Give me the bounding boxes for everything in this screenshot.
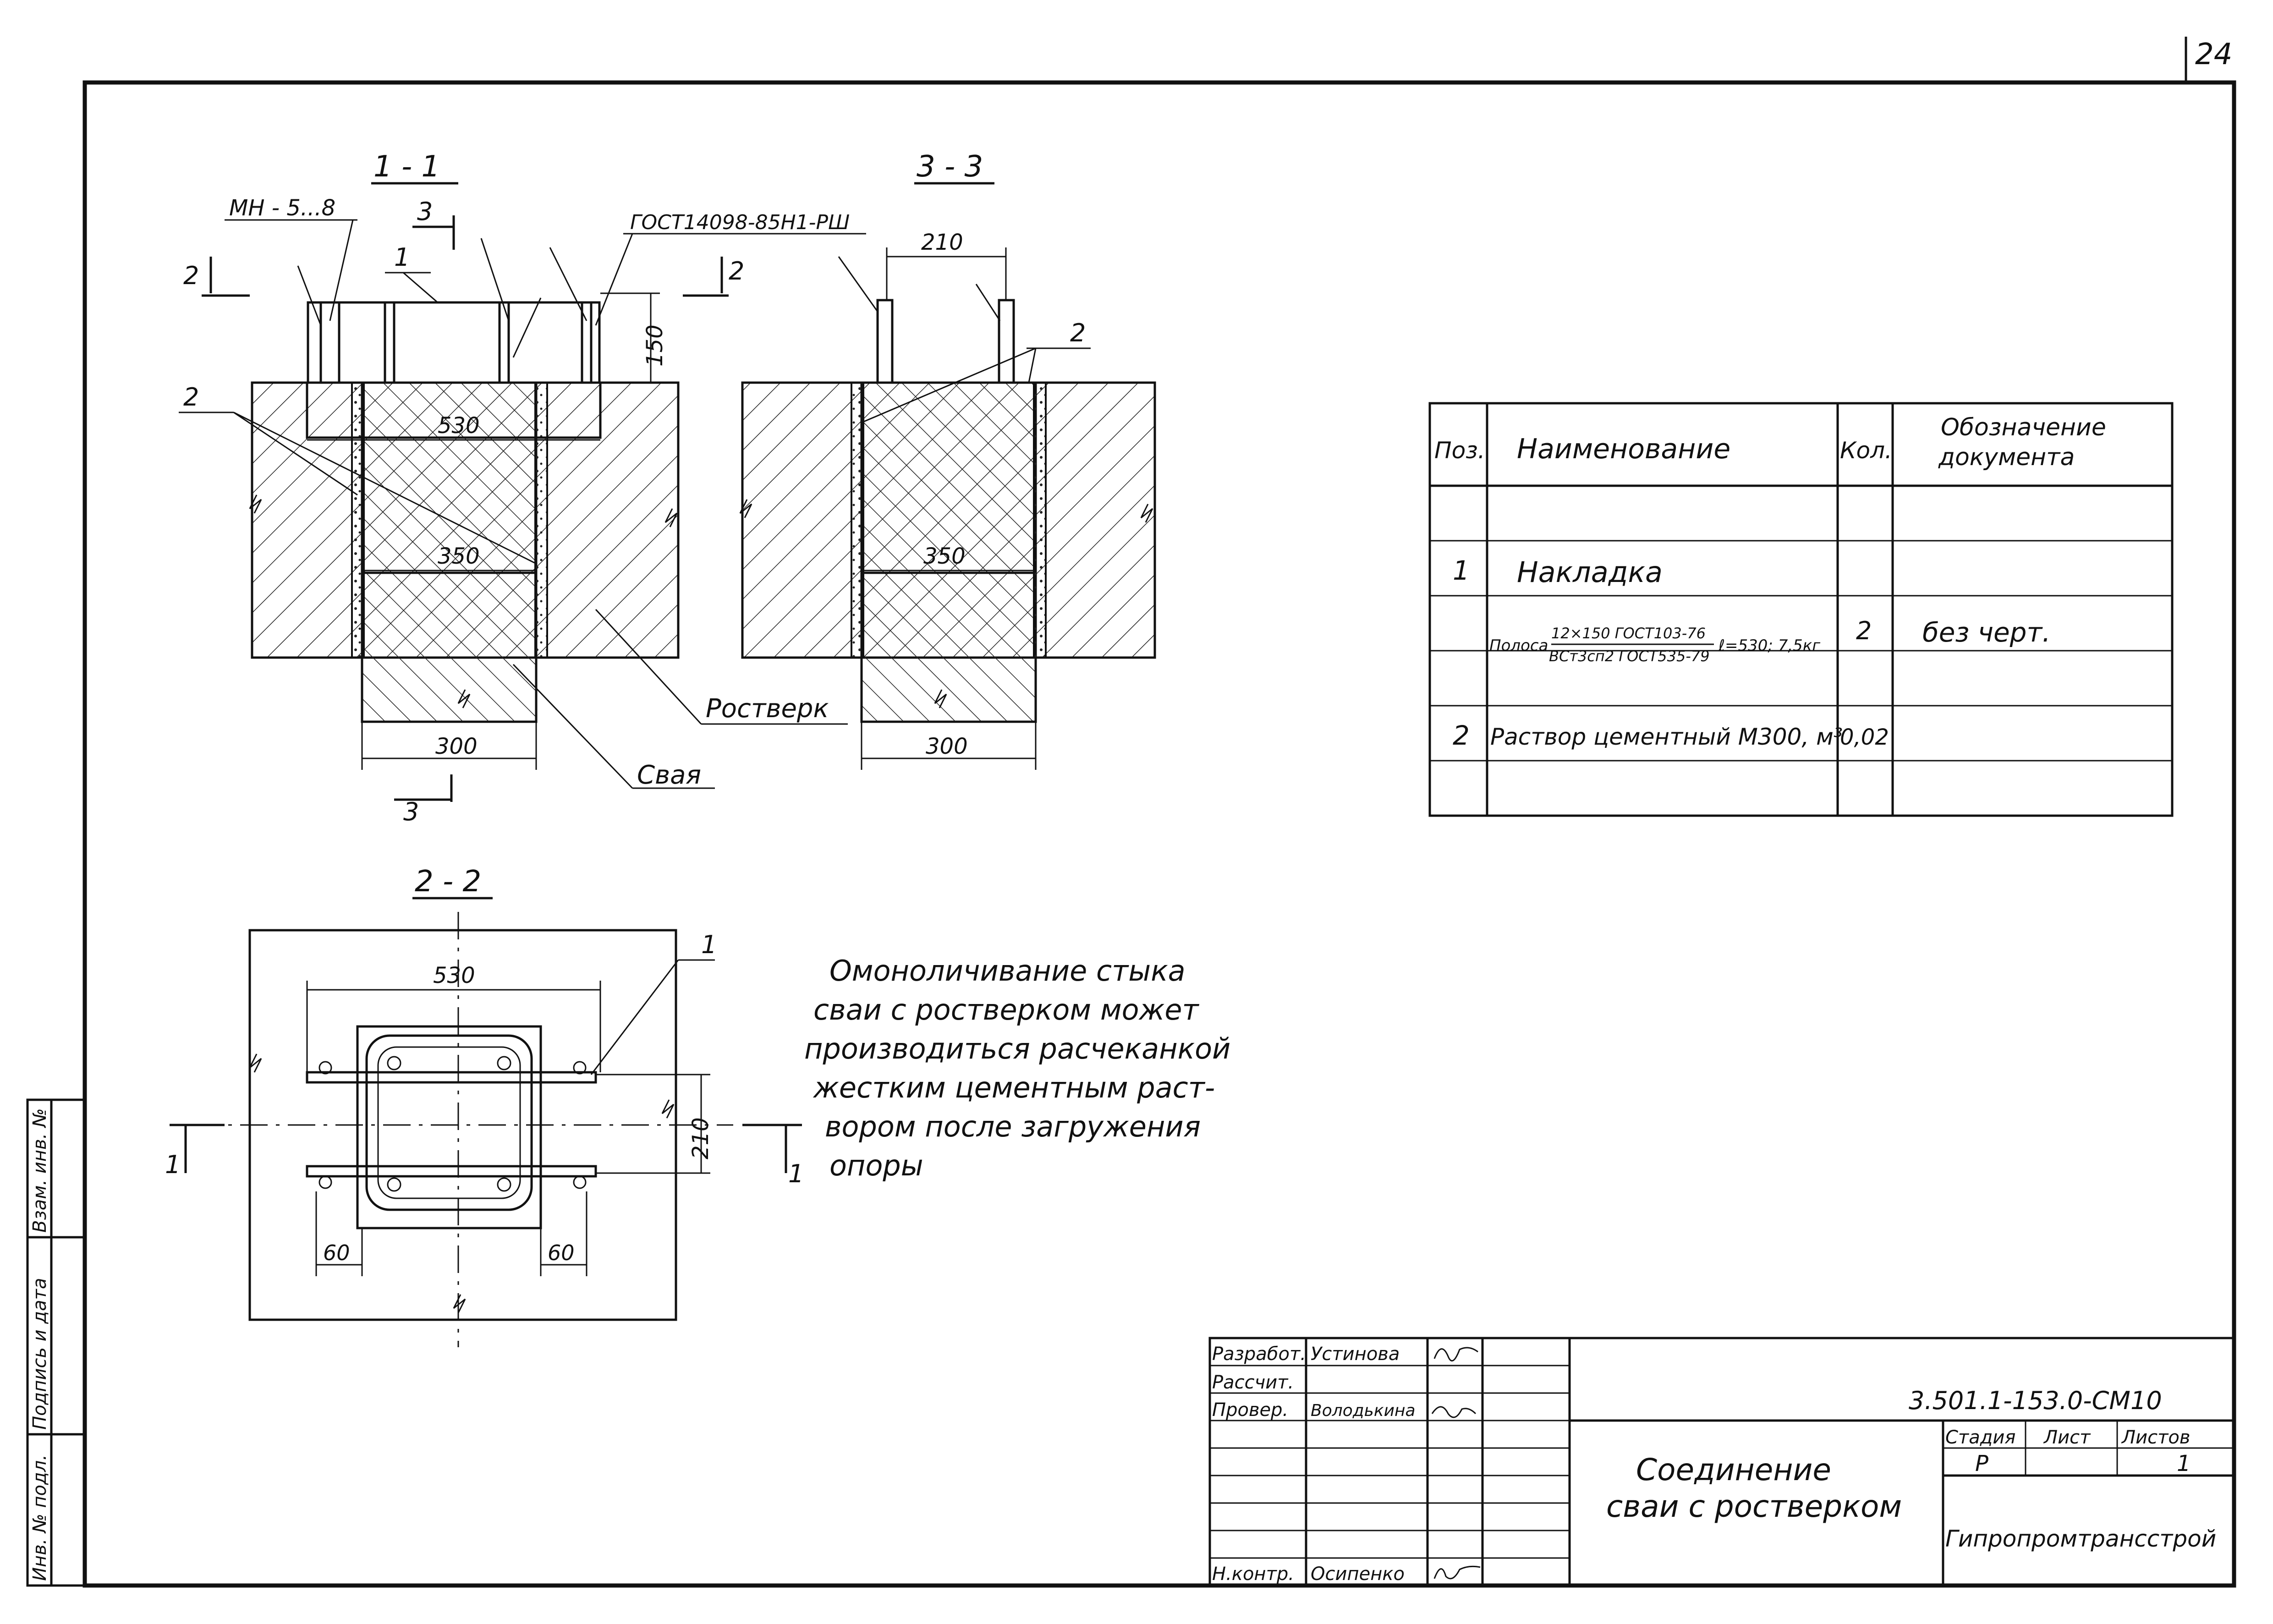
row1-pos: 1	[1453, 555, 1470, 586]
section-3-3: 3 - 3 210 2 350 300	[739, 150, 1156, 770]
row3-name: Раствор цементный М300, м³	[1490, 724, 1843, 750]
pile-b	[860, 381, 1037, 723]
role-calculated: Рассчит.	[1212, 1372, 1294, 1393]
drawing-code: 3.501.1-153.0-СМ10	[1909, 1386, 2162, 1415]
header-name: Наименование	[1517, 433, 1730, 465]
role-developed: Разработ.	[1212, 1344, 1306, 1365]
stamp-inv: Инв. № подл.	[29, 1454, 50, 1581]
stamp-vzam: Взам. инв. №	[29, 1108, 50, 1233]
note-line-2: сваи с ростверком может	[813, 993, 1200, 1026]
organization: Гипропромтрансстрой	[1945, 1525, 2216, 1552]
sheets-header: Листов	[2121, 1427, 2190, 1448]
row2-qty: 2	[1856, 616, 1872, 645]
drawing-title-2: сваи с ростверком	[1606, 1489, 1902, 1524]
row1-name: Накладка	[1517, 555, 1663, 589]
note-line-6: опоры	[829, 1149, 923, 1182]
name-developer: Устинова	[1311, 1344, 1400, 1365]
callout-mn: МН - 5...8	[229, 195, 335, 221]
pos-2-label-b: 2	[1070, 318, 1086, 347]
label-rostverk: Ростверк	[706, 694, 829, 724]
row2-suffix: ℓ=530; 7,5кг	[1718, 636, 1821, 655]
note: Омоноличивание стыка сваи с ростверком м…	[804, 954, 1230, 1182]
signature-1	[1433, 1347, 1478, 1362]
dim-350-b: 350	[923, 543, 966, 569]
section-2-2-label: 2 - 2	[415, 865, 481, 899]
cut-2-right-label: 2	[729, 257, 744, 285]
signature-3	[1433, 1565, 1481, 1580]
pile-plan	[356, 1025, 542, 1229]
section-3-3-label: 3 - 3	[917, 150, 983, 184]
role-norm-control: Н.контр.	[1212, 1564, 1294, 1585]
title-block: Разработ. Рассчит. Провер. Н.контр. Усти…	[1208, 1337, 2235, 1587]
signature-2	[1431, 1406, 1477, 1418]
dim-60-a: 60	[323, 1240, 350, 1265]
dim-150: 150	[642, 324, 668, 367]
row3-pos: 2	[1453, 720, 1470, 751]
note-line-1: Омоноличивание стыка	[829, 954, 1186, 988]
stage-header: Стадия	[1945, 1427, 2015, 1448]
dim-350-a: 350	[438, 543, 480, 569]
side-stamp: Взам. инв. № Подпись и дата Инв. № подл.	[26, 1098, 86, 1587]
plate-1	[307, 301, 601, 384]
plate-bottom	[306, 1165, 597, 1178]
sheet-header: Лист	[2043, 1427, 2091, 1448]
header-pos: Поз.	[1434, 437, 1485, 464]
spec-table: Поз. Наименование Кол. Обозначение докум…	[1428, 402, 2174, 817]
row2-num: 12×150 ГОСТ103-76	[1551, 625, 1706, 642]
plate-top	[306, 1071, 597, 1084]
section-1-1: 1 - 1 МН - 5...8 ГОСТ14098-85Н1-РШ	[179, 150, 866, 826]
row2-doc: без черт.	[1922, 617, 2051, 648]
name-norm-control: Осипенко	[1311, 1564, 1405, 1585]
drawing-title-1: Соединение	[1636, 1452, 1831, 1487]
grout-right	[534, 382, 548, 658]
header-qty: Кол.	[1840, 437, 1892, 464]
header-doc-2: документа	[1938, 444, 2075, 471]
sheet-frame: 24	[82, 37, 2236, 1588]
dim-300-b: 300	[926, 734, 968, 759]
name-checker: Володькина	[1311, 1401, 1416, 1420]
note-line-3: производиться расчеканкой	[804, 1032, 1230, 1065]
dim-210-a: 210	[921, 230, 963, 255]
row2-den: ВСт3сп2 ГОСТ535-79	[1549, 647, 1710, 665]
row2-prefix: Полоса	[1489, 636, 1548, 655]
cut-3-top-label: 3	[417, 197, 433, 226]
note-line-5: вором после загружения	[825, 1110, 1201, 1143]
dim-300-a: 300	[435, 734, 478, 759]
page-number: 24	[2195, 38, 2232, 71]
grout-left	[351, 382, 365, 658]
pos-2-label-a: 2	[183, 383, 199, 411]
cut-1-left-label: 1	[165, 1150, 181, 1179]
cut-2-left-label: 2	[183, 261, 199, 290]
cut-1-right-label: 1	[788, 1159, 804, 1188]
section-2-2: 2 - 2 530 210 60 60	[165, 865, 804, 1347]
stamp-sign: Подпись и дата	[29, 1278, 50, 1430]
dim-60-b: 60	[548, 1240, 575, 1265]
header-doc-1: Обозначение	[1941, 414, 2106, 441]
dim-530-a: 530	[438, 413, 480, 439]
sheets-value: 1	[2177, 1451, 2191, 1476]
note-line-4: жестким цементным раст-	[813, 1071, 1215, 1104]
label-svaya: Свая	[637, 760, 701, 790]
stage-value: Р	[1975, 1451, 1988, 1476]
pos-1-label: 1	[394, 243, 410, 272]
section-1-1-label: 1 - 1	[373, 150, 440, 184]
cut-3-bottom-label: 3	[403, 797, 419, 826]
pos-1-plan-label: 1	[701, 930, 717, 959]
dim-530-b: 530	[433, 963, 475, 988]
role-checked: Провер.	[1212, 1399, 1288, 1421]
callout-gost: ГОСТ14098-85Н1-РШ	[630, 211, 850, 234]
row3-qty: 0,02	[1840, 724, 1889, 750]
